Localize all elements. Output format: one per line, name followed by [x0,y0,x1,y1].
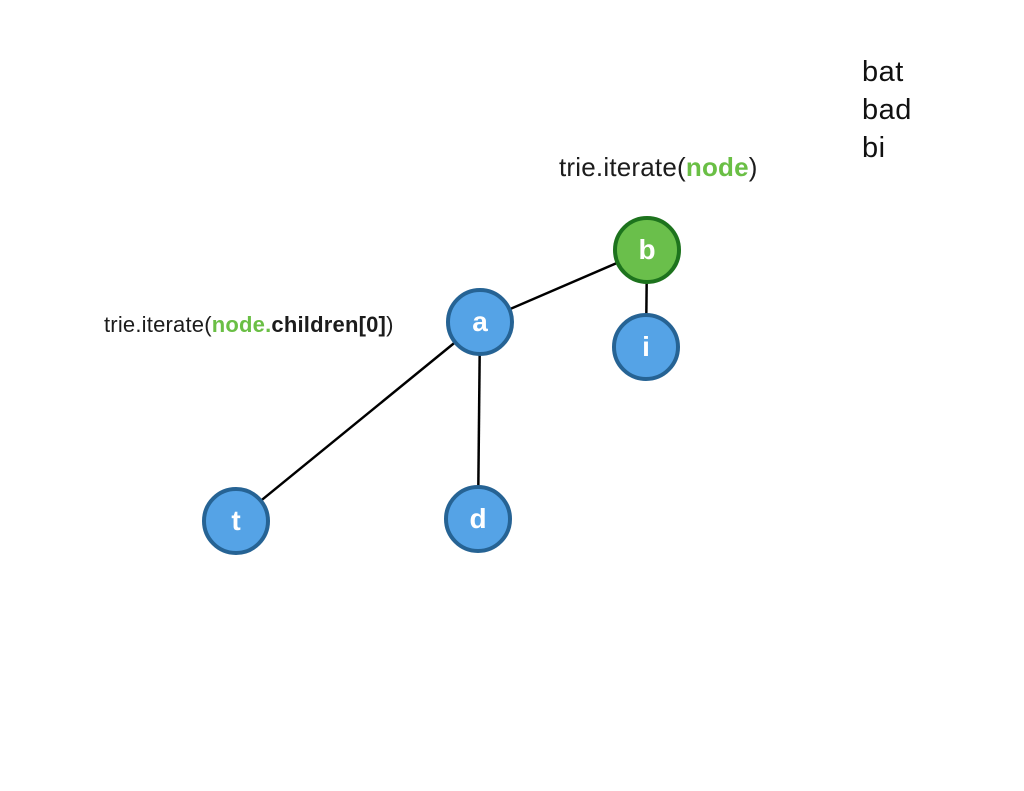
trie-node-i: i [612,313,680,381]
node-letter: i [642,331,650,362]
code-highlight-node-dot: node. [211,312,272,337]
code-prefix: trie.iterate( [559,152,686,182]
code-suffix: ) [748,152,758,182]
trie-node-t: t [202,487,270,555]
word-item-bad: bad [862,94,912,126]
trie-node-a: a [446,288,514,356]
node-letter: b [638,234,656,265]
edge-a-t [235,321,481,522]
word-item-bi: bi [862,132,886,164]
trie-node-d: d [444,485,512,553]
code-prefix: trie.iterate( [104,312,212,337]
node-letter: t [231,505,241,536]
trie-node-b: b [613,216,681,284]
code-suffix: ) [386,312,394,337]
node-letter: a [472,306,488,337]
code-highlight-node: node [685,152,749,182]
code-label-iterate-children: trie.iterate(node.children[0]) [104,312,394,338]
code-label-iterate-node: trie.iterate(node) [559,152,758,183]
word-item-bat: bat [862,56,904,88]
code-bold-children: children[0] [271,312,387,337]
word-list: bat bad bi [862,53,912,167]
node-letter: d [469,503,487,534]
